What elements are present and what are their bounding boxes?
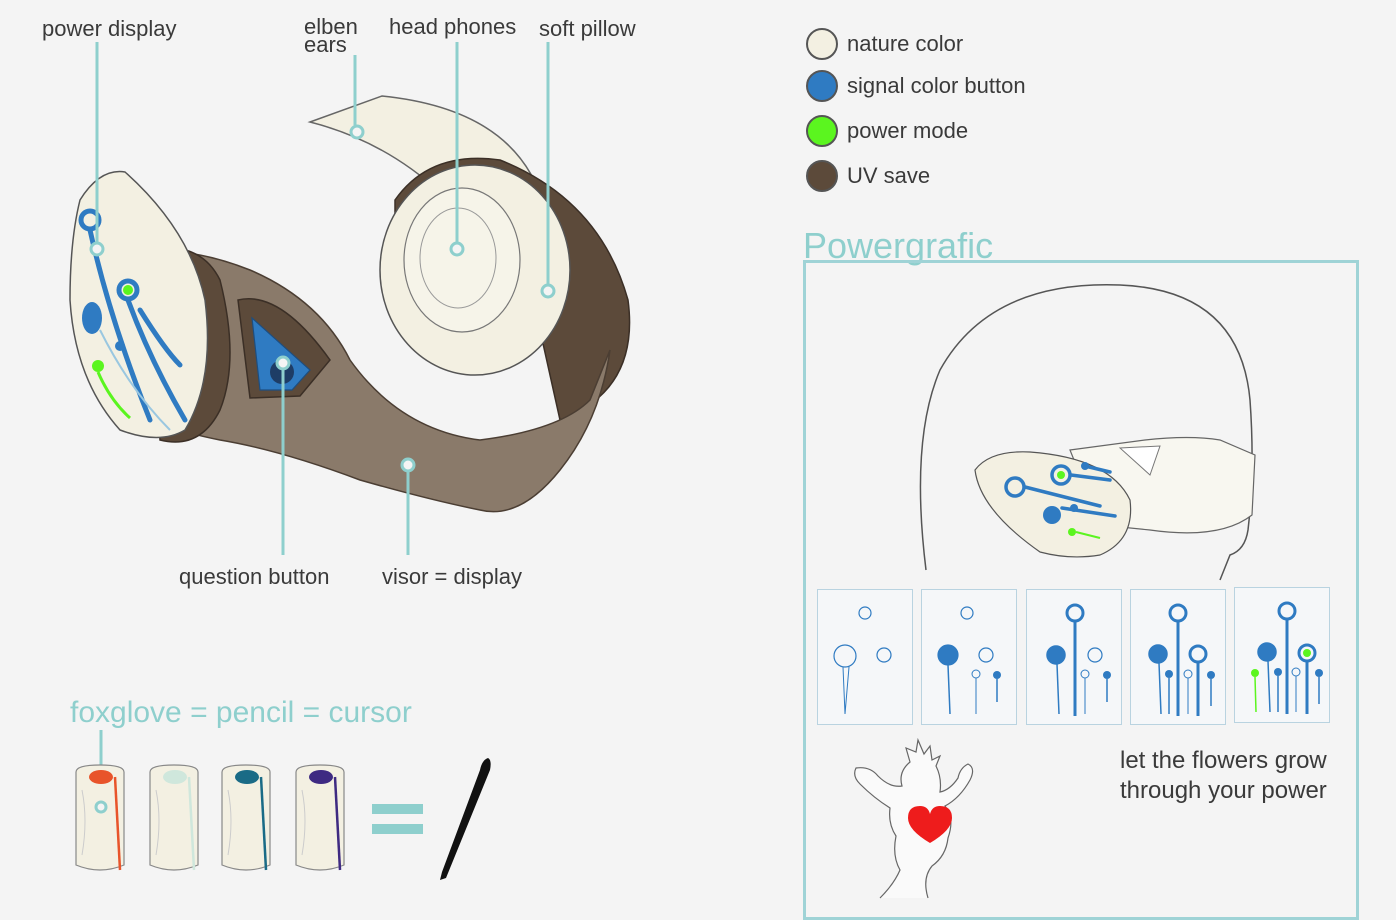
foxglove-cursors	[75, 730, 491, 880]
legend-item-signal-color: signal color button	[806, 70, 1026, 102]
flower-stage-1	[817, 589, 913, 725]
label-head-phones: head phones	[389, 14, 517, 39]
legend-label: power mode	[847, 118, 969, 143]
label-elben-ears-line1: elben	[304, 14, 358, 39]
left-earcup	[69, 170, 209, 439]
label-visor-display: visor = display	[382, 564, 523, 589]
legend-label: UV save	[847, 163, 931, 188]
powergrafic-title: Powergrafic	[803, 225, 994, 266]
label-soft-pillow: soft pillow	[539, 16, 636, 41]
pencil-brush-icon	[440, 758, 491, 880]
legend-item-power-mode: power mode	[806, 115, 968, 147]
foxglove-mint	[149, 764, 199, 871]
label-elben-ears-line2: ears	[304, 32, 347, 57]
head-phone-speaker	[403, 187, 521, 333]
nature-color-swatch	[806, 28, 838, 60]
label-elben-ears: elben ears	[304, 14, 358, 57]
child-with-heart-illustration	[854, 737, 974, 899]
headset-illustration	[69, 42, 631, 555]
equals-icon	[372, 804, 423, 834]
label-question-button: question button	[179, 564, 330, 589]
signal-color-swatch	[806, 70, 838, 102]
tagline-line-1: let the flowers grow	[1120, 747, 1327, 774]
legend-label: signal color button	[847, 73, 1026, 98]
flower-stage-3	[1026, 589, 1122, 725]
flower-stage-4	[1130, 589, 1226, 725]
foxglove-title: foxglove = pencil = cursor	[70, 696, 412, 729]
label-power-display: power display	[42, 16, 177, 41]
heart-icon	[908, 806, 952, 843]
legend-item-uv-save: UV save	[806, 160, 930, 192]
flower-stage-2	[921, 589, 1017, 725]
foxglove-orange	[75, 764, 125, 871]
legend-item-nature-color: nature color	[806, 28, 963, 60]
legend-label: nature color	[847, 31, 964, 56]
power-mode-swatch	[806, 115, 838, 147]
head-with-headset	[919, 284, 1256, 581]
foxglove-teal	[221, 764, 271, 871]
uv-save-swatch	[806, 160, 838, 192]
foxglove-purple	[295, 764, 345, 871]
powergrafic-tagline: let the flowers grow through your power	[1120, 746, 1327, 806]
flower-stage-5	[1234, 587, 1330, 723]
tagline-line-2: through your power	[1120, 777, 1327, 804]
